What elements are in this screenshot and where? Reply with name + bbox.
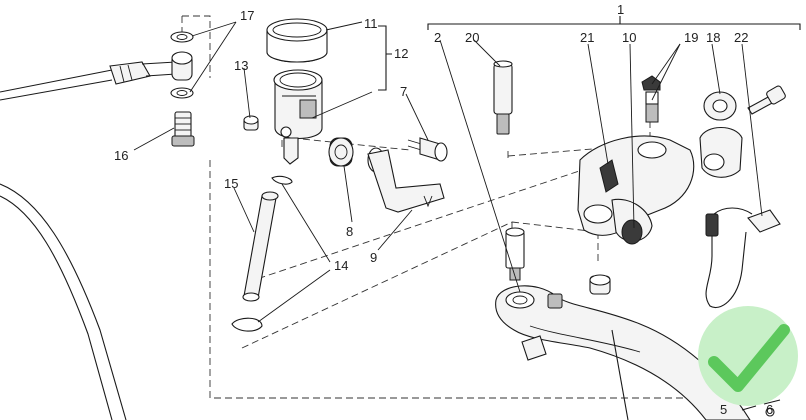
clamp-screw — [747, 85, 786, 115]
callout-21: 21 — [580, 30, 594, 45]
hose-cable-upper — [0, 69, 113, 93]
reservoir-cap — [266, 18, 328, 63]
callout-22: 22 — [734, 30, 748, 45]
callout-5: 5 — [720, 402, 727, 417]
callout-11: 11 — [364, 16, 378, 31]
left-curve-outer — [0, 183, 127, 420]
pivot-pin — [493, 60, 513, 135]
lever-bushing — [505, 227, 525, 281]
reservoir-body — [273, 69, 323, 165]
callout-6: 6 — [766, 402, 773, 417]
callout-19: 19 — [684, 30, 698, 45]
callout-15: 15 — [224, 176, 238, 191]
master-cylinder-body — [577, 135, 695, 245]
handlebar-clamp — [699, 91, 743, 178]
reservoir-bracket — [367, 147, 445, 213]
callout-9: 9 — [370, 250, 377, 265]
hose-clamp-lower — [231, 317, 263, 332]
leader-lines — [133, 21, 763, 323]
washer-upper — [170, 31, 194, 43]
checkmark-icon — [708, 324, 790, 392]
group-1-bracket — [427, 23, 801, 30]
callout-10: 10 — [622, 30, 636, 45]
banjo-bolt — [171, 111, 195, 147]
callout-14: 14 — [334, 258, 348, 273]
callout-2: 2 — [434, 30, 441, 45]
bleeder-valve — [641, 75, 661, 123]
callout-1: 1 — [617, 2, 624, 17]
small-nut — [243, 115, 259, 131]
callout-12: 12 — [394, 46, 408, 61]
brake-lever — [495, 285, 751, 420]
assembly-dash-left — [209, 160, 720, 399]
brake-switch — [705, 207, 781, 308]
callout-16: 16 — [114, 148, 128, 163]
adjuster-screw — [741, 399, 781, 417]
callout-20: 20 — [465, 30, 479, 45]
callout-7: 7 — [400, 84, 407, 99]
hose-clamp-upper — [271, 175, 293, 185]
body-nut — [589, 274, 611, 295]
washer-lower — [170, 87, 194, 99]
assembly-dash-top — [182, 15, 211, 78]
checkmark-badge — [698, 306, 798, 406]
callout-12-brace — [378, 25, 392, 91]
callout-17: 17 — [240, 8, 254, 23]
mounting-bolt — [407, 137, 448, 162]
callout-13: 13 — [234, 58, 248, 73]
badge-circle — [698, 306, 798, 406]
callout-18: 18 — [706, 30, 720, 45]
rubber-grommet — [328, 137, 354, 167]
reservoir-hose — [242, 191, 279, 302]
callout-8: 8 — [346, 224, 353, 239]
